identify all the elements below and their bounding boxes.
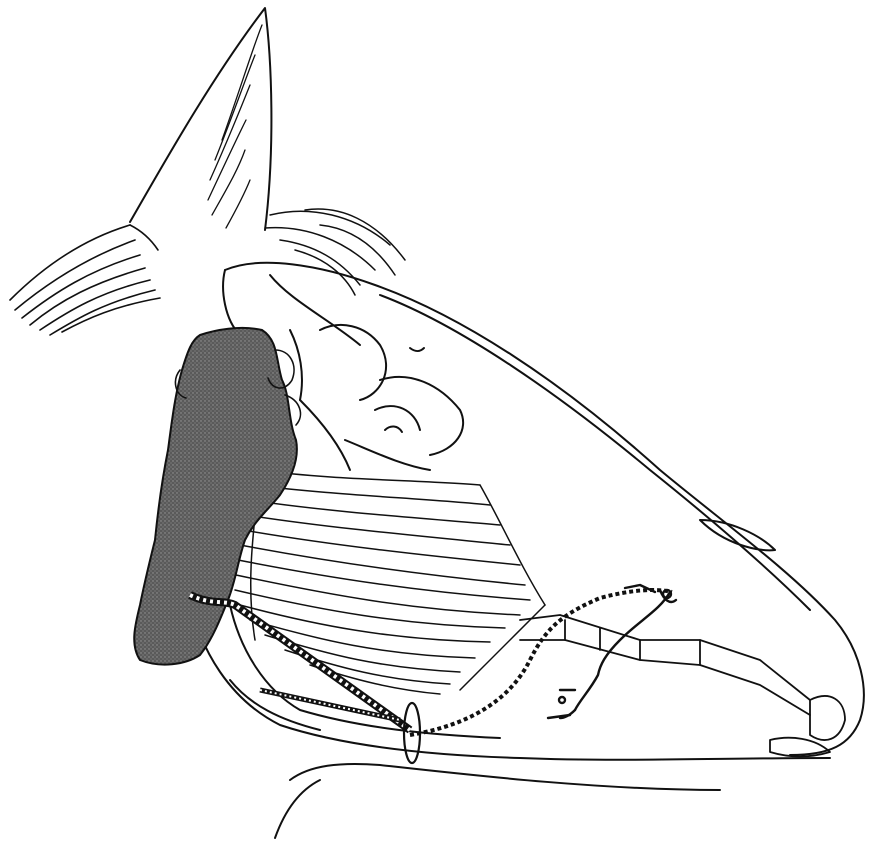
forelock <box>265 209 405 295</box>
dental-arcade <box>520 615 845 757</box>
dotted-tube <box>410 590 672 735</box>
masseter-muscle <box>235 470 545 694</box>
shaded-region <box>134 328 297 665</box>
cannula-device <box>548 585 676 718</box>
mandible-outline <box>190 600 830 838</box>
ear <box>130 8 271 230</box>
mane-left <box>10 225 160 335</box>
